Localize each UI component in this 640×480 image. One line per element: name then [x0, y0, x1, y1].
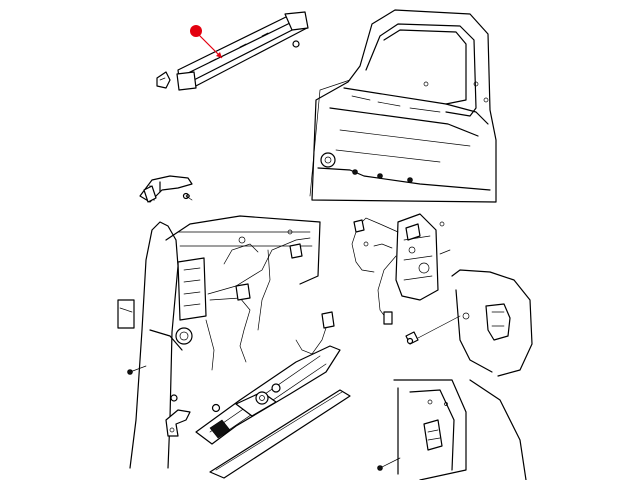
lock-striker-detail[interactable]	[405, 269, 533, 377]
highlight-marker	[190, 25, 202, 37]
hinge-arm[interactable]	[165, 409, 191, 437]
door-latch-actuator[interactable]	[351, 213, 451, 325]
highlight-callout	[190, 25, 223, 59]
outside-door-handle[interactable]	[139, 175, 193, 203]
lower-hinge-detail[interactable]	[393, 379, 527, 480]
rear-quarter-detail-view[interactable]	[311, 9, 497, 203]
fastener-bolts	[127, 194, 414, 471]
upper-track-bracket[interactable]	[156, 71, 171, 89]
door-inner-panel-wiring[interactable]	[117, 215, 321, 469]
detail-leader-line	[309, 79, 351, 197]
sliding-door-upper-track[interactable]	[176, 11, 309, 91]
lower-track-roller-assembly[interactable]	[195, 311, 351, 479]
